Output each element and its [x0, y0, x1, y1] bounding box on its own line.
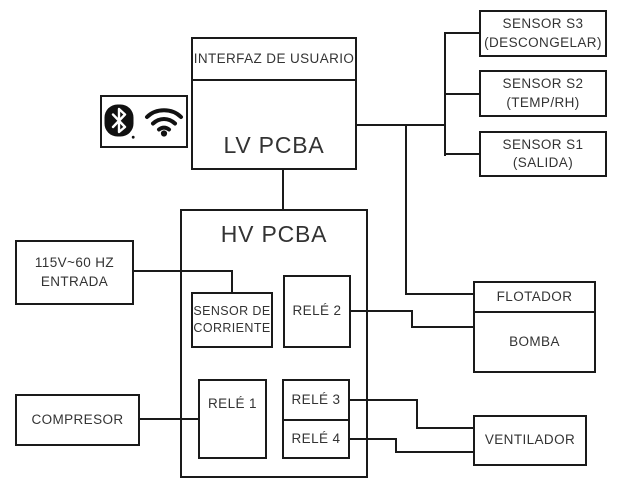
block-compresor: COMPRESOR	[15, 394, 140, 446]
block-sensor-corriente: SENSOR DE CORRIENTE	[191, 292, 273, 348]
block-sensor-s2: SENSOR S2 (TEMP/RH)	[479, 70, 607, 117]
block-interfaz-usuario: INTERFAZ DE USUARIO	[191, 37, 357, 81]
connector-branch-s2	[444, 93, 481, 95]
connector-entrada-v	[231, 270, 233, 294]
connector-entrada-h	[133, 270, 233, 272]
connector-rele2-h1	[349, 310, 413, 312]
sensor-corriente-name: SENSOR DE	[193, 304, 271, 319]
block-rele-1: RELÉ 1	[198, 379, 267, 459]
connector-rele3-h1	[349, 399, 418, 401]
sensor-s1-detail: (SALIDA)	[512, 155, 574, 170]
connector-compresor-to-rele1	[139, 418, 199, 420]
connector-lv-to-flotador-h	[405, 293, 475, 295]
rele-2-label: RELÉ 2	[292, 303, 342, 319]
rele-1-label: RELÉ 1	[208, 396, 257, 411]
flotador-label: FLOTADOR	[496, 288, 573, 304]
connector-rele3-v	[416, 399, 418, 429]
bomba-label: BOMBA	[509, 333, 560, 349]
connector-branch-s3	[444, 32, 481, 34]
interfaz-usuario-label: INTERFAZ DE USUARIO	[193, 50, 355, 66]
sensor-s2-detail: (TEMP/RH)	[506, 94, 580, 110]
connector-lv-to-flotador-v	[405, 124, 407, 295]
block-sensor-s3: SENSOR S3 (DESCONGELAR)	[479, 10, 607, 57]
block-bomba: BOMBA	[473, 311, 596, 373]
connector-rele2-to-bomba	[411, 326, 475, 328]
connector-lv-to-hv	[282, 169, 284, 211]
entrada-name: 115V~60 HZ	[34, 255, 115, 271]
connector-branch-s1	[444, 153, 481, 155]
connector-rele4-to-ventilador	[395, 451, 475, 453]
sensor-s2-name: SENSOR S2	[502, 76, 584, 92]
rele-3-label: RELÉ 3	[291, 391, 341, 407]
block-sensor-s1: SENSOR S1 (SALIDA)	[479, 131, 607, 177]
block-lv-pcba: LV PCBA	[191, 79, 357, 170]
rele-4-label: RELÉ 4	[291, 430, 341, 446]
block-rele-3: RELÉ 3	[282, 379, 350, 421]
hv-pcba-label: HV PCBA	[220, 221, 328, 247]
connector-rele2-v	[411, 310, 413, 328]
connector-rele4-v	[395, 438, 397, 453]
block-flotador: FLOTADOR	[473, 281, 596, 313]
block-entrada: 115V~60 HZ ENTRADA	[15, 240, 134, 305]
block-rele-2: RELÉ 2	[283, 275, 351, 348]
block-ventilador: VENTILADOR	[473, 415, 587, 466]
connector-lv-to-sensor-trunk	[357, 124, 446, 126]
sensor-s1-name: SENSOR S1	[502, 136, 584, 152]
block-bluetooth-wifi	[100, 95, 188, 148]
compresor-label: COMPRESOR	[31, 411, 124, 427]
ventilador-label: VENTILADOR	[484, 432, 576, 448]
entrada-detail: ENTRADA	[40, 273, 109, 289]
connector-rele3-to-ventilador	[416, 427, 475, 429]
sensor-s3-detail: (DESCONGELAR)	[484, 34, 602, 50]
connector-rele4-h1	[349, 438, 397, 440]
wifi-icon	[144, 106, 184, 137]
bluetooth-icon	[104, 104, 135, 139]
sensor-s3-name: SENSOR S3	[502, 16, 584, 32]
block-rele-4: RELÉ 4	[282, 419, 350, 459]
sensor-corriente-detail: CORRIENTE	[193, 321, 271, 335]
lv-pcba-label: LV PCBA	[223, 131, 325, 158]
